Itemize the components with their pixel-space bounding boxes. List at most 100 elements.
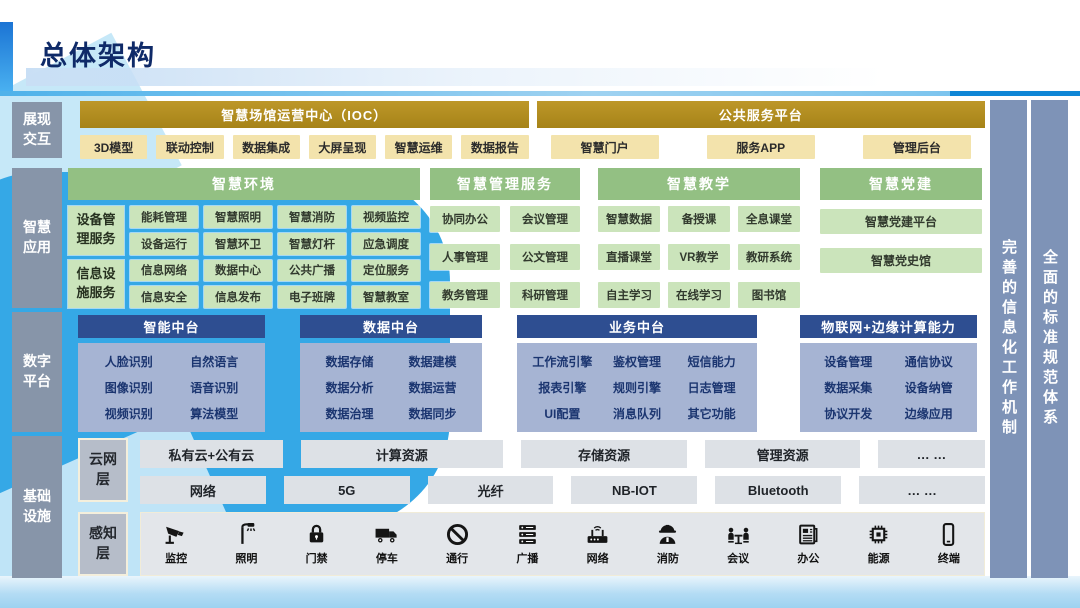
cloud-network-layer-label: 云网层: [78, 438, 128, 502]
app-item: 智慧党史馆: [820, 248, 982, 273]
platform-item: 人脸识别: [104, 355, 153, 370]
platform-item: 日志管理: [687, 380, 736, 395]
perception-item: 会议: [703, 522, 773, 566]
platform-item: 短信能力: [687, 355, 736, 370]
public-service-header: 公共服务平台: [536, 101, 985, 128]
streetlamp-icon: [241, 523, 256, 544]
platform-item: 鉴权管理: [612, 355, 661, 370]
smart-party-header: 智慧党建: [820, 168, 982, 200]
platform-column: 物联网+边缘计算能力设备管理通信协议数据采集设备纳管协议开发边缘应用: [800, 315, 977, 432]
platform-item: 数据分析: [325, 380, 374, 395]
platform-item: 数据运营: [408, 380, 457, 395]
perception-item-label: 终端: [937, 553, 960, 565]
no-entry-icon: [446, 523, 468, 546]
platform-item: 规则引擎: [612, 380, 661, 395]
app-item: 应急调度: [352, 232, 420, 255]
app-item: 教务管理: [430, 282, 500, 308]
meeting-icon: [727, 527, 749, 545]
app-item: 智慧数据: [598, 206, 660, 232]
firefighter-icon: [659, 524, 677, 544]
perception-item: 停车: [352, 522, 422, 566]
app-item: 智慧环卫: [204, 232, 272, 255]
infra-resource-item: … …: [877, 440, 985, 468]
platform-column-header: 业务中台: [517, 315, 757, 338]
application-layer-band: 智慧环境 设备管理服务能耗管理智慧照明智慧消防视频监控设备运行智慧环卫智慧灯杆应…: [68, 168, 985, 308]
ioc-item: 联动控制: [156, 135, 224, 159]
slide-header: 总体架构: [0, 0, 1080, 97]
app-item: 直播课堂: [598, 244, 660, 270]
perception-item-label: 监控: [165, 553, 188, 565]
perception-item: 照明: [211, 522, 281, 566]
platform-item: 数据存储: [325, 355, 374, 370]
layer-label-application: 智慧应用: [12, 168, 62, 308]
app-item: 公文管理: [510, 244, 580, 270]
platform-item: 图像识别: [104, 380, 153, 395]
layer-label-display: 展现交互: [12, 102, 62, 158]
platform-item: UI配置: [544, 406, 581, 421]
app-item: 协同办公: [430, 206, 500, 232]
smart-party-stack: 智慧党建平台智慧党史馆: [820, 206, 982, 308]
app-item: 教研系统: [738, 244, 800, 270]
ioc-item: 3D模型: [80, 135, 148, 159]
infra-resource-item: 存储资源: [520, 440, 688, 468]
app-item: 定位服务: [352, 259, 420, 282]
resource-row: 私有云+公有云计算资源存储资源管理资源… …: [140, 440, 985, 468]
perception-item-label: 停车: [375, 553, 398, 565]
platform-item: 其它功能: [687, 406, 736, 421]
app-item: 设备运行: [130, 232, 198, 255]
infra-resource-item: 计算资源: [300, 440, 503, 468]
app-item: 能耗管理: [130, 206, 198, 228]
perception-item-label: 办公: [797, 553, 820, 565]
smart-management-grid: 协同办公会议管理人事管理公文管理教务管理科研管理: [430, 206, 580, 308]
platform-item: 边缘应用: [904, 406, 953, 421]
title-accent-bar: [0, 22, 13, 91]
perception-item-label: 照明: [235, 553, 258, 565]
perception-item: 监控: [141, 522, 211, 566]
speaker-stack-icon: [519, 525, 536, 544]
platform-item: 数据同步: [408, 406, 457, 421]
app-item: 在线学习: [668, 282, 730, 308]
app-item: 信息网络: [130, 259, 198, 282]
ioc-header: 智慧场馆运营中心（IOC）: [80, 101, 529, 128]
platform-column: 智能中台人脸识别自然语言图像识别语音识别视频识别算法模型: [78, 315, 265, 432]
platform-item: 数据采集: [824, 380, 873, 395]
app-item: VR教学: [668, 244, 730, 270]
app-item: 科研管理: [510, 282, 580, 308]
app-item: 信息发布: [204, 286, 272, 308]
app-item: 会议管理: [510, 206, 580, 232]
perception-item-label: 广播: [516, 553, 539, 565]
title-underlay: [26, 68, 1036, 86]
environment-group-label: 信息设施服务: [68, 259, 124, 308]
perception-layer-label: 感知层: [78, 512, 128, 576]
document-icon: [799, 524, 818, 545]
platform-column-panel: 人脸识别自然语言图像识别语音识别视频识别算法模型: [78, 343, 265, 432]
app-item: 智慧教室: [352, 286, 420, 308]
public-service-item: 智慧门户: [550, 135, 659, 159]
page-title: 总体架构: [40, 41, 156, 71]
column-smart-party: 智慧党建 智慧党建平台智慧党史馆: [820, 168, 982, 308]
router-icon: [587, 526, 608, 543]
infra-resource-item: 私有云+公有云: [140, 440, 283, 468]
platform-item: 语音识别: [190, 380, 239, 395]
platform-column: 数据中台数据存储数据建模数据分析数据运营数据治理数据同步: [300, 315, 482, 432]
lock-icon: [309, 524, 324, 543]
app-item: 公共广播: [278, 259, 346, 282]
platform-item: 自然语言: [190, 355, 239, 370]
infra-network-item: 网络: [140, 476, 266, 504]
smart-environment-header: 智慧环境: [68, 168, 420, 200]
perception-item-label: 门禁: [305, 553, 328, 565]
app-item: 全息课堂: [738, 206, 800, 232]
background-bottom-band: [0, 576, 1080, 608]
environment-group-label: 设备管理服务: [68, 206, 124, 255]
app-item: 人事管理: [430, 244, 500, 270]
perception-item: 门禁: [282, 522, 352, 566]
platform-item: 协议开发: [824, 406, 873, 421]
platform-item: 消息队列: [612, 406, 661, 421]
platform-item: 数据治理: [325, 406, 374, 421]
platform-item: 报表引擎: [538, 380, 587, 395]
